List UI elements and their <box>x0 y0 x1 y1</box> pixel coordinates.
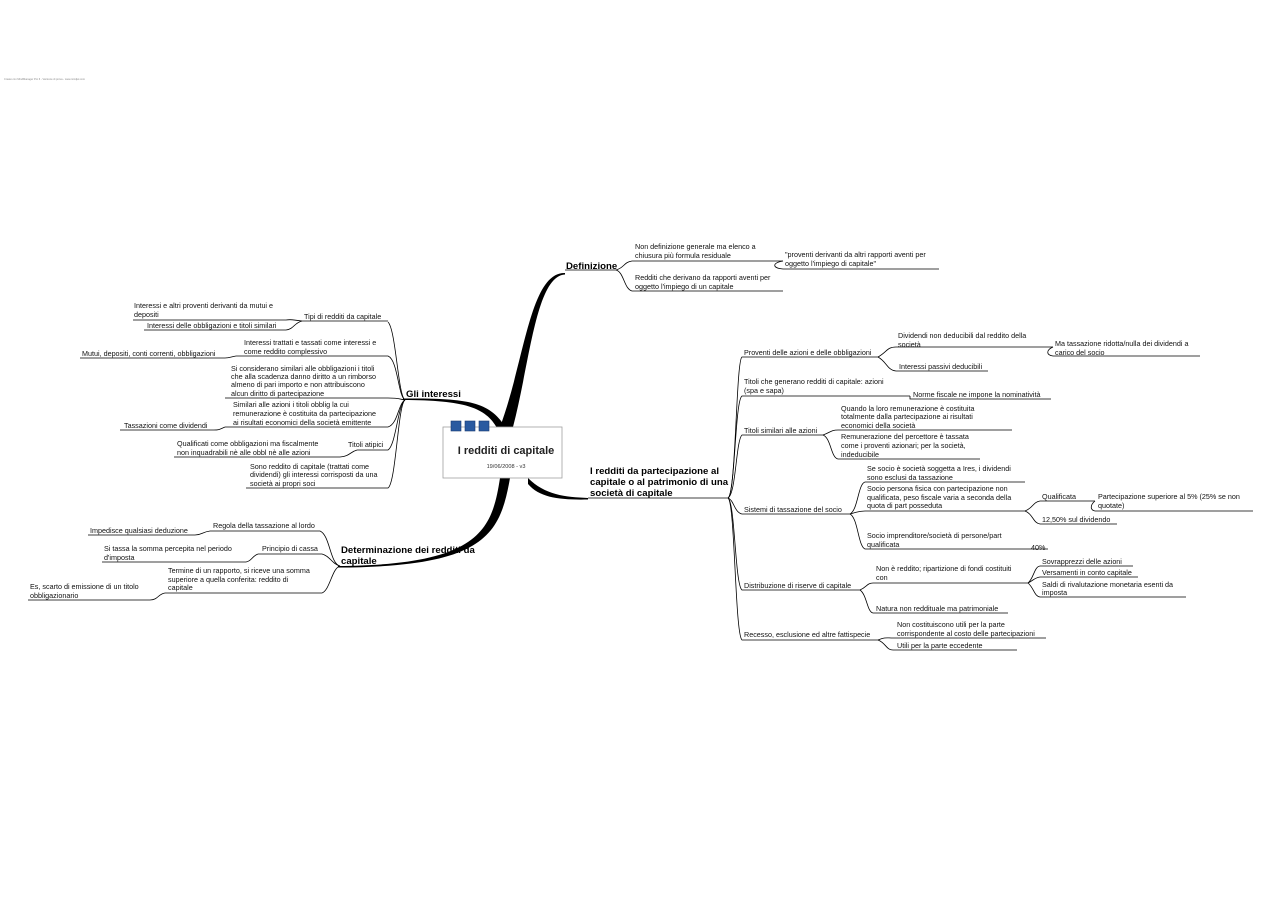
branch-interessi <box>403 398 506 428</box>
node-sovrapprezzi[interactable]: Sovrapprezzi delle azioni <box>1042 557 1122 566</box>
node-interessi-trattati[interactable]: Interessi trattati e tassati come intere… <box>244 338 376 356</box>
node-tipi-obbligazioni[interactable]: Interessi delle obbligazioni e titoli si… <box>147 321 277 330</box>
node-saldi[interactable]: Saldi di rivalutazione monetaria esenti … <box>1042 580 1173 597</box>
node-partecipazione-superiore[interactable]: Partecipazione superiore al 5% (25% se n… <box>1098 492 1240 510</box>
note-icon[interactable] <box>450 420 462 432</box>
node-regola-lordo[interactable]: Regola della tassazione al lordo <box>213 521 315 530</box>
node-dodici-cinquanta[interactable]: 12,50% sul dividendo <box>1042 515 1110 524</box>
node-impedisce-deduzione[interactable]: Impedisce qualsiasi deduzione <box>90 526 188 535</box>
node-norme-fiscale[interactable]: Norme fiscale ne impone la nominatività <box>913 390 1040 399</box>
node-titoli-similari[interactable]: Titoli similari alle azioni <box>744 426 818 435</box>
node-socio-imprenditore[interactable]: Socio imprenditore/società di persone/pa… <box>867 531 1002 549</box>
note-icon[interactable] <box>464 420 476 432</box>
node-qualificati[interactable]: Qualificati come obbligazioni ma fiscalm… <box>177 439 318 457</box>
node-quaranta[interactable]: 40% <box>1031 543 1046 552</box>
node-interessi-passivi[interactable]: Interessi passivi deducibili <box>899 362 982 371</box>
node-recesso[interactable]: Recesso, esclusione ed altre fattispecie <box>744 630 870 639</box>
node-proventi-quote[interactable]: "proventi derivanti da altri rapporti av… <box>785 250 926 268</box>
topic-definizione[interactable]: Definizione <box>566 261 617 272</box>
node-termine-rapporto[interactable]: Termine di un rapporto, si riceve una so… <box>168 566 310 592</box>
topic-definizione-group: Definizione Non definizione generale ma … <box>565 242 939 292</box>
central-title: I redditi di capitale <box>458 445 555 457</box>
topic-interessi[interactable]: Gli interessi <box>406 389 461 400</box>
node-similari-azioni[interactable]: Similari alle azioni i titoli obblig la … <box>233 400 376 427</box>
node-mutui-depositi[interactable]: Mutui, depositi, conti correnti, obbliga… <box>82 349 216 358</box>
header-note: Creato con MindManager Pro 6 - Versione … <box>4 77 85 81</box>
node-tipi-mutui[interactable]: Interessi e altri proventi derivanti da … <box>134 301 273 319</box>
node-socio-persona[interactable]: Socio persona fisica con partecipazione … <box>867 484 1011 510</box>
node-principio-cassa[interactable]: Principio di cassa <box>262 544 318 553</box>
node-distribuzione-riserve[interactable]: Distribuzione di riserve di capitale <box>744 581 851 590</box>
central-topic[interactable]: I redditi di capitale 19/06/2008 - v3 <box>442 420 563 479</box>
branch-determinazione <box>338 478 510 568</box>
node-qualificata[interactable]: Qualificata <box>1042 492 1076 501</box>
node-non-reddito[interactable]: Non è reddito; ripartizione di fondi cos… <box>876 564 1012 582</box>
node-dividendi-non-deducibili[interactable]: Dividendi non deducibili dal reddito del… <box>898 331 1026 349</box>
node-sistemi-tassazione[interactable]: Sistemi di tassazione del socio <box>744 505 842 514</box>
node-versamenti[interactable]: Versamenti in conto capitale <box>1042 568 1132 577</box>
branch-definizione <box>500 272 565 427</box>
node-proventi-azioni[interactable]: Proventi delle azioni e delle obbligazio… <box>744 348 872 357</box>
central-subtitle: 19/06/2008 - v3 <box>487 464 526 470</box>
node-titoli-atipici[interactable]: Titoli atipici <box>348 440 384 449</box>
node-quando-remunerazione[interactable]: Quando la loro remunerazione è costituit… <box>841 404 974 430</box>
node-se-socio[interactable]: Se socio è società soggetta a Ires, i di… <box>867 464 1011 482</box>
note-icon[interactable] <box>478 420 490 432</box>
topic-interessi-group: Gli interessi Tipi di redditi da capital… <box>80 301 461 489</box>
node-tassazioni-dividendi[interactable]: Tassazioni come dividendi <box>124 421 208 430</box>
node-utili[interactable]: Utili per la parte eccedente <box>897 641 983 650</box>
central-box <box>442 426 563 479</box>
node-titoli-generano[interactable]: Titoli che generano redditi di capitale:… <box>744 377 884 395</box>
node-ma-tassazione[interactable]: Ma tassazione ridotta/nulla dei dividend… <box>1055 339 1188 357</box>
branch-partecipazione <box>528 478 588 500</box>
node-redditi-rapporti[interactable]: Redditi che derivano da rapporti aventi … <box>635 273 771 291</box>
node-tipi-redditi[interactable]: Tipi di redditi da capitale <box>304 312 381 321</box>
node-natura[interactable]: Natura non reddituale ma patrimoniale <box>876 604 998 613</box>
node-similari-obbligazioni[interactable]: Si considerano similari alle obbligazion… <box>231 364 376 398</box>
